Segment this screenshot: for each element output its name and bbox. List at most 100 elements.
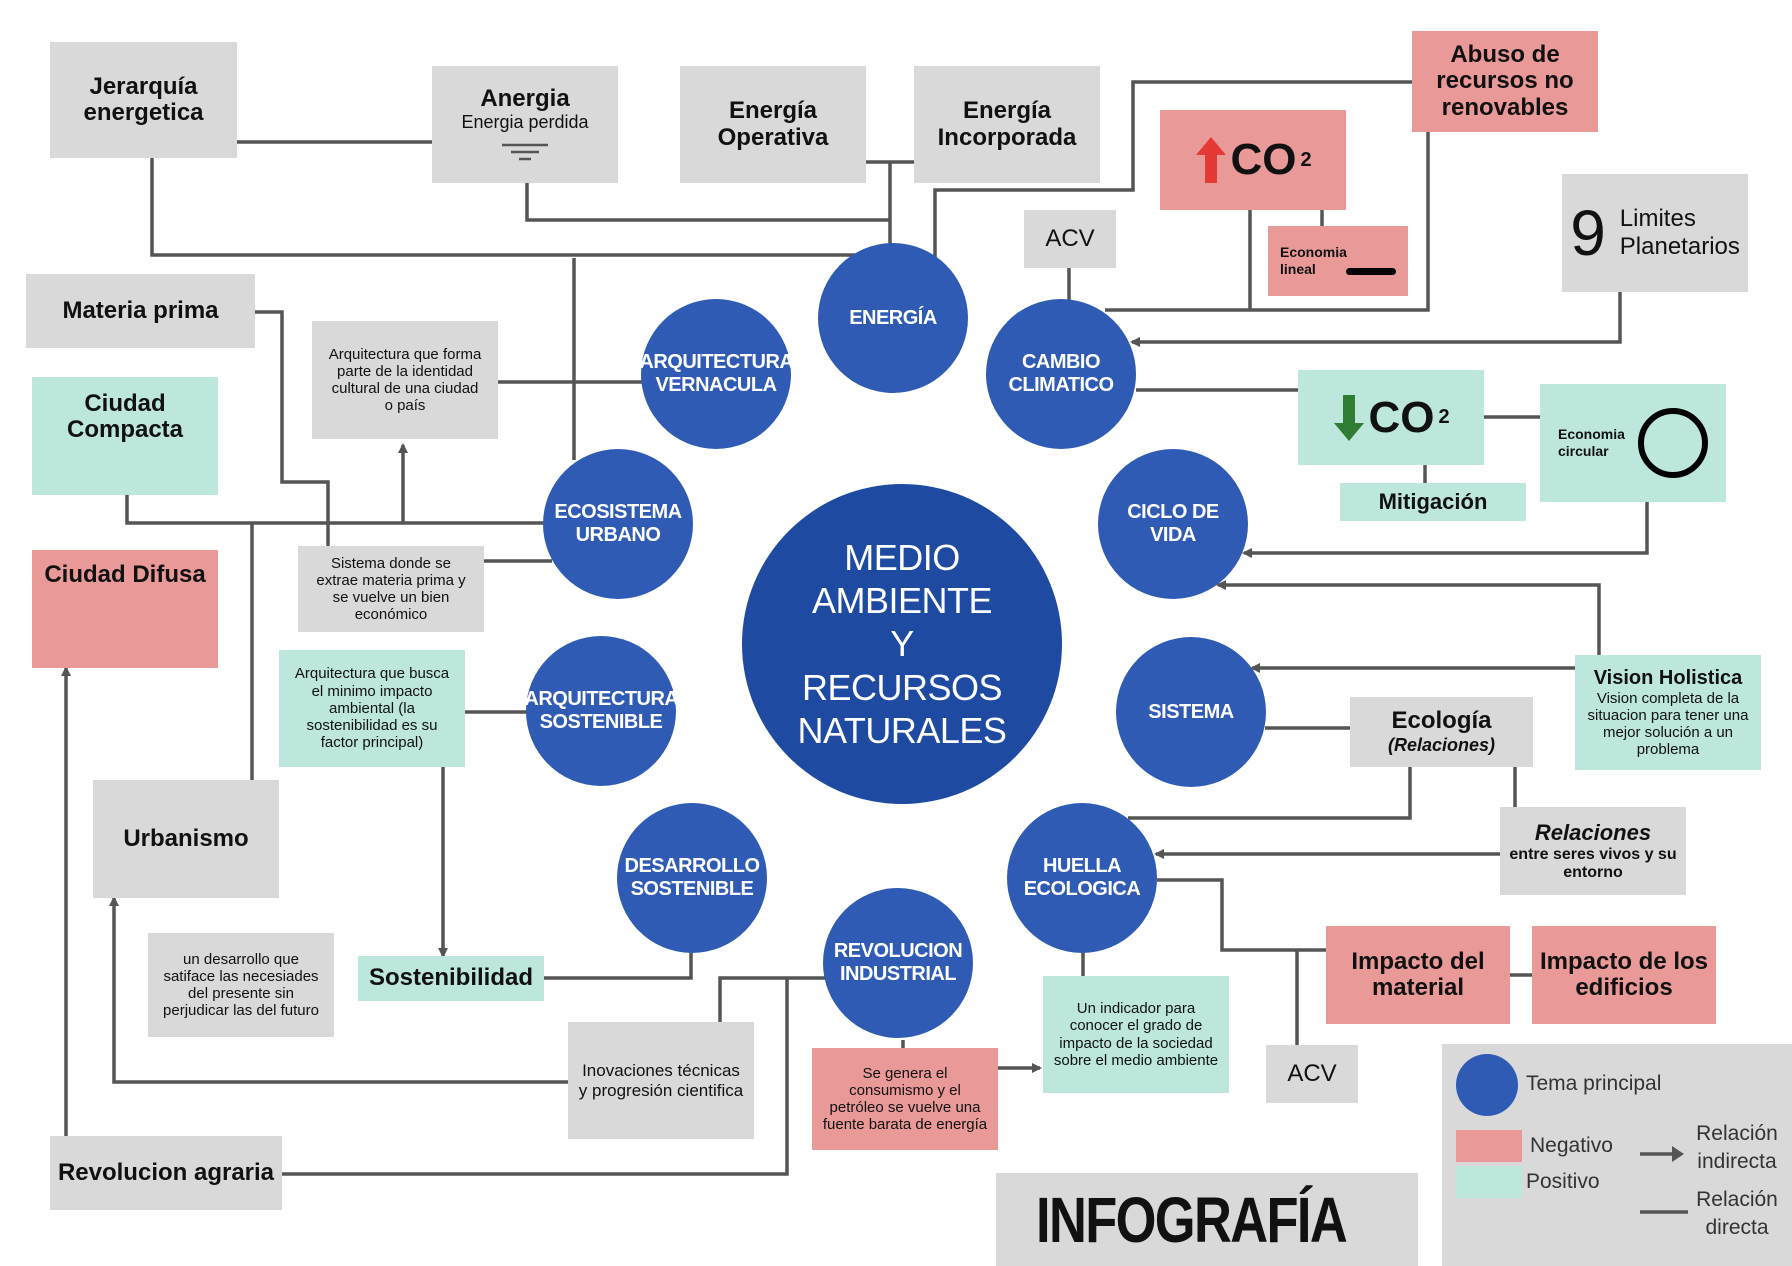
legend-line-icon: [1640, 1210, 1688, 1214]
topic-sistema-label: SISTEMA: [1148, 700, 1234, 723]
box-relaciones: Relaciones entre seres vivos y su entorn…: [1500, 807, 1686, 895]
topic-ciclo-de-vida: CICLO DE VIDA: [1098, 449, 1248, 599]
link-abuso-energia: [933, 80, 1412, 258]
box-sostenibilidad: Sostenibilidad: [358, 956, 544, 1001]
box-materia-prima: Materia prima: [26, 274, 255, 348]
link-ciudades-ecosistema: [125, 495, 545, 525]
infografia-title: INFOGRAFÍA: [996, 1173, 1418, 1266]
center-line-1: MEDIO: [844, 537, 960, 579]
legend-indirecta: Relación indirecta: [1696, 1122, 1778, 1174]
limites-number: 9: [1570, 197, 1606, 269]
box-vision-holistica: Vision Holistica Vision completa de la s…: [1575, 655, 1761, 770]
ciudad-compacta-label: Ciudad Compacta: [66, 390, 184, 444]
box-ciudad-compacta: Ciudad Compacta: [32, 377, 218, 495]
topic-arqvern-label: ARQUITECTURA VERNACULA: [639, 351, 794, 396]
legend-circle-swatch: [1456, 1054, 1518, 1116]
arq-sost-def-label: Arquitectura que busca el minimo impacto…: [294, 665, 450, 752]
box-urbanismo: Urbanismo: [93, 780, 279, 898]
box-anergia: Anergia Energia perdida: [432, 66, 618, 183]
relaciones-title: Relaciones: [1534, 820, 1652, 845]
box-jerarquia: Jerarquía energetica: [50, 42, 237, 158]
link-revind-agraria: [282, 978, 789, 1176]
linear-line-icon: [1346, 268, 1396, 275]
box-acv-top: ACV: [1024, 210, 1116, 268]
topic-huella-ecologica: HUELLA ECOLOGICA: [1007, 803, 1157, 953]
topic-energia-label: ENERGÍA: [849, 306, 937, 329]
box-indicador: Un indicador para conocer el grado de im…: [1043, 976, 1229, 1093]
limites-label: Limites Planetarios: [1619, 205, 1740, 260]
link-vision-ciclo: [1216, 580, 1601, 655]
box-revolucion-agraria: Revolucion agraria: [50, 1136, 282, 1210]
box-energia-operativa: Energía Operativa: [680, 66, 866, 183]
topic-ecosistema-urbano: ECOSISTEMA URBANO: [543, 449, 693, 599]
link-abuso-cambio: [1105, 132, 1430, 312]
link-anergia-energia: [525, 183, 890, 222]
mitigacion-label: Mitigación: [1378, 489, 1488, 515]
ciudad-difusa-label: Ciudad Difusa: [44, 561, 206, 588]
arq-vern-def-label: Arquitectura que forma parte de la ident…: [328, 345, 482, 415]
consumismo-label: Se genera el consumismo y el petróleo se…: [822, 1064, 988, 1134]
anergia-title: Anergia: [480, 84, 570, 112]
topic-huella-label: HUELLA ECOLOGICA: [1023, 855, 1141, 900]
sistema-def-label: Sistema donde se extrae materia prima y …: [316, 554, 466, 624]
box-mitigacion: Mitigación: [1340, 483, 1526, 521]
vision-text: Vision completa de la situacion para ten…: [1587, 689, 1749, 759]
arrow-up-icon: [1196, 137, 1227, 183]
link-circular-ciclo: [1242, 502, 1649, 558]
center-line-3: Y: [890, 623, 914, 665]
link-huella-impacto: [1157, 878, 1326, 952]
legend-arrow-icon: [1640, 1146, 1684, 1162]
box-impacto-material: Impacto del material: [1326, 926, 1510, 1024]
legend-positivo: Positivo: [1526, 1170, 1600, 1193]
center-line-4: RECURSOS: [801, 666, 1003, 708]
desarrollo-def-label: un desarrollo que satiface las necesiade…: [163, 950, 319, 1020]
anergia-sub: Energia perdida: [461, 112, 589, 133]
box-sistema-def: Sistema donde se extrae materia prima y …: [298, 546, 484, 632]
link-materia-sistemadef: [255, 310, 330, 548]
center-topic: MEDIO AMBIENTE Y RECURSOS NATURALES: [742, 484, 1062, 804]
abuso-label: Abuso de recursos no renovables: [1436, 40, 1574, 121]
topic-arquitectura-sostenible: ARQUITECTURA SOSTENIBLE: [524, 636, 679, 786]
ecologia-title: Ecología: [1391, 707, 1492, 735]
impacto-edificios-label: Impacto de los edificios: [1539, 947, 1709, 1001]
box-energia-incorporada: Energía Incorporada: [914, 66, 1100, 183]
link-limites-cambio: [1130, 292, 1622, 347]
vision-title: Vision Holistica: [1593, 666, 1743, 689]
box-arq-vernacula-def: Arquitectura que forma parte de la ident…: [312, 321, 498, 439]
legend-negativo: Negativo: [1530, 1134, 1613, 1157]
center-line-2: AMBIENTE: [811, 580, 993, 622]
ground-icon: [502, 143, 548, 161]
box-economia-lineal: Economia lineal: [1268, 226, 1408, 296]
operativa-label: Energía Operativa: [717, 97, 829, 151]
box-impacto-edificios: Impacto de los edificios: [1532, 926, 1716, 1024]
indicador-label: Un indicador para conocer el grado de im…: [1053, 1000, 1219, 1069]
acv-top-label: ACV: [1045, 225, 1095, 252]
box-economia-circular: Economia circular: [1540, 384, 1726, 502]
link-inovaciones-urbanismo: [109, 896, 568, 1084]
box-arq-sostenible-def: Arquitectura que busca el minimo impacto…: [279, 650, 465, 767]
legend-tema: Tema principal: [1526, 1072, 1662, 1095]
acv-bottom-label: ACV: [1287, 1060, 1337, 1087]
co2-down-sub: 2: [1438, 406, 1450, 428]
topic-energia: ENERGÍA: [818, 243, 968, 393]
co2-up-sub: 2: [1300, 148, 1312, 171]
circle-loop-icon: [1638, 408, 1708, 478]
link-ecologia-huella: [1128, 767, 1412, 820]
urbanismo-label: Urbanismo: [123, 824, 249, 852]
link-sostenibilidad-desarrollo: [544, 948, 693, 980]
topic-desarrollo-label: DESARROLLO SOSTENIBLE: [624, 855, 761, 900]
box-desarrollo-def: un desarrollo que satiface las necesiade…: [148, 933, 334, 1037]
topic-ecosistema-label: ECOSISTEMA URBANO: [554, 501, 682, 546]
box-limites-planetarios: 9 Limites Planetarios: [1562, 174, 1748, 292]
topic-revind-label: REVOLUCION INDUSTRIAL: [833, 940, 963, 985]
arrow-down-icon: [1334, 394, 1365, 441]
impacto-material-label: Impacto del material: [1351, 947, 1485, 1001]
relaciones-text: entre seres vivos y su entorno: [1509, 846, 1677, 881]
box-ciudad-difusa: Ciudad Difusa: [32, 550, 218, 668]
materia-prima-label: Materia prima: [62, 296, 219, 324]
topic-ciclo-label: CICLO DE VIDA: [1127, 501, 1219, 546]
box-acv-bottom: ACV: [1266, 1045, 1358, 1103]
